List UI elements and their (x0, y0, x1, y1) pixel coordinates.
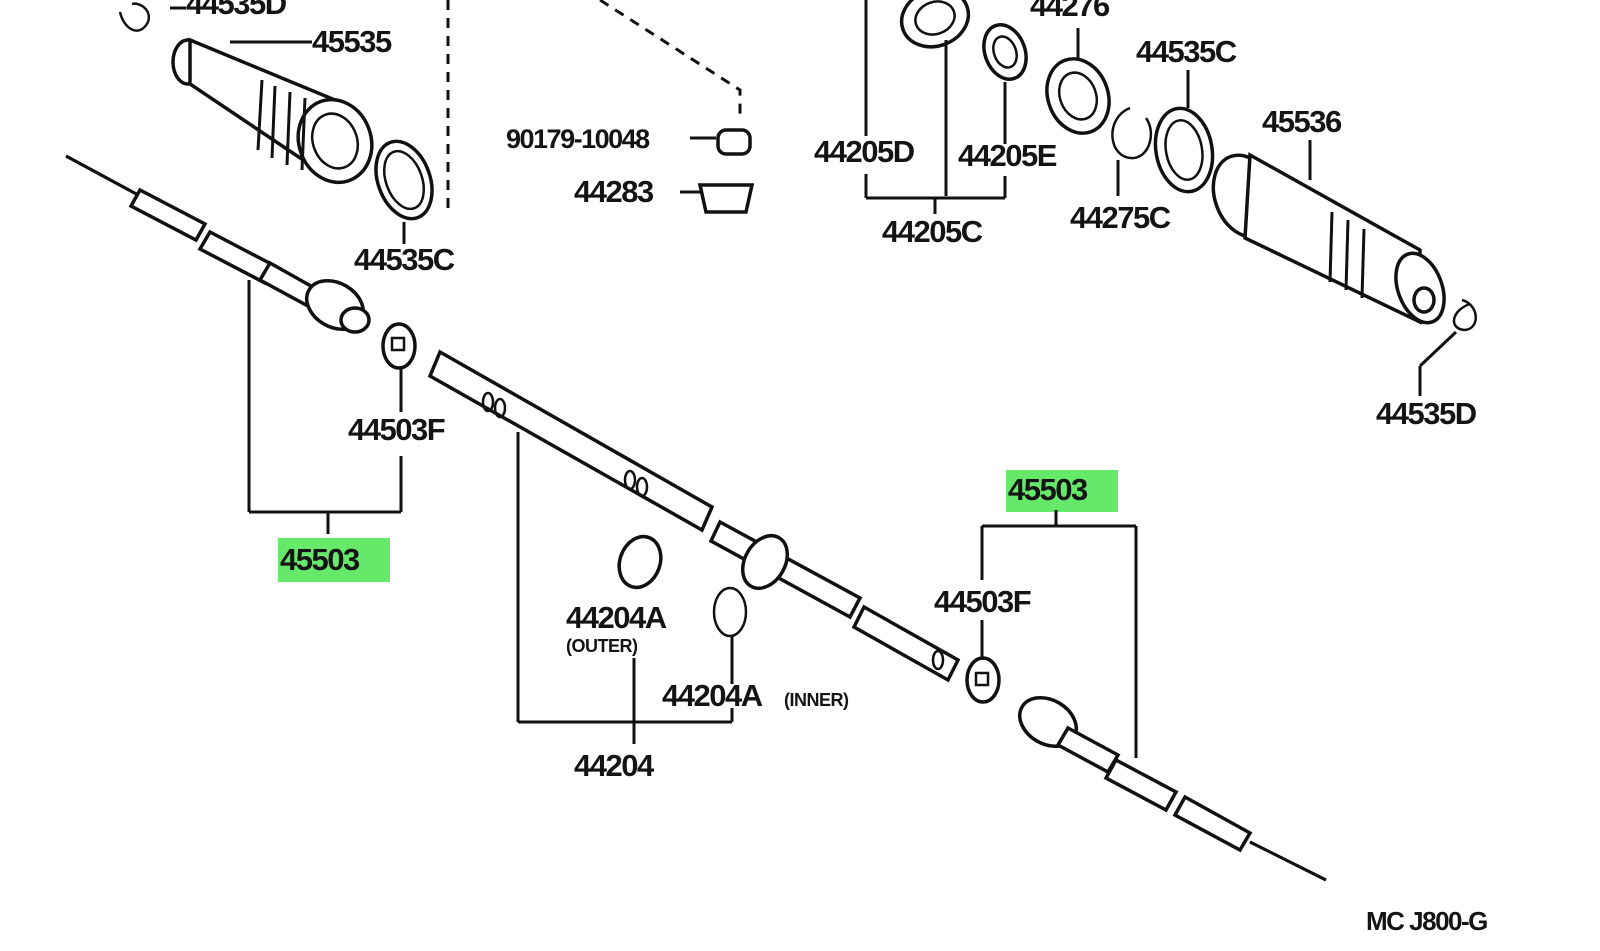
label-44535D-right: 44535D (1376, 396, 1477, 431)
label-inner-note: (INNER) (784, 690, 849, 710)
left-boot-part (171, 37, 434, 221)
label-44535C-right: 44535C (1136, 34, 1237, 69)
ring-inner-part (712, 586, 748, 638)
label-90179-10048: 90179-10048 (506, 124, 650, 154)
label-44283: 44283 (574, 174, 654, 209)
dashed-leader-right (599, 0, 742, 118)
label-45503-right: 45503 (1008, 472, 1088, 507)
label-44204: 44204 (574, 748, 655, 783)
bearing-group-part (899, 0, 1215, 194)
highlight-45503-left (278, 538, 390, 582)
ring-outer-part (617, 534, 663, 590)
label-45536: 45536 (1262, 104, 1342, 139)
label-44205D: 44205D (814, 134, 915, 169)
label-44205E: 44205E (958, 138, 1057, 173)
label-outer-note: (OUTER) (566, 636, 638, 656)
nut-90179-part (716, 128, 752, 156)
label-44276: 44276 (1030, 0, 1110, 23)
left-tie-rod-part (65, 154, 417, 370)
label-44204A-outer: 44204A (566, 600, 667, 635)
label-44535D-top: 44535D (186, 0, 287, 21)
label-44205C: 44205C (882, 214, 983, 249)
highlight-45503-right (1006, 470, 1118, 512)
label-44275C: 44275C (1070, 200, 1171, 235)
plug-44283-part (697, 183, 755, 214)
left-clip-part (118, 2, 151, 32)
label-44204A-inner: 44204A (662, 678, 763, 713)
label-44503F-left: 44503F (348, 412, 445, 447)
diagram-code: MC J800-G (1366, 906, 1487, 936)
rack-part (427, 349, 961, 683)
label-45503-left: 45503 (280, 542, 360, 577)
leader-lines (170, 0, 1458, 758)
label-45535: 45535 (312, 24, 392, 59)
label-44503F-right: 44503F (934, 584, 1031, 619)
right-boot-part (1211, 152, 1477, 332)
label-44535C-left: 44535C (354, 242, 455, 277)
right-tie-rod-part (965, 656, 1327, 882)
